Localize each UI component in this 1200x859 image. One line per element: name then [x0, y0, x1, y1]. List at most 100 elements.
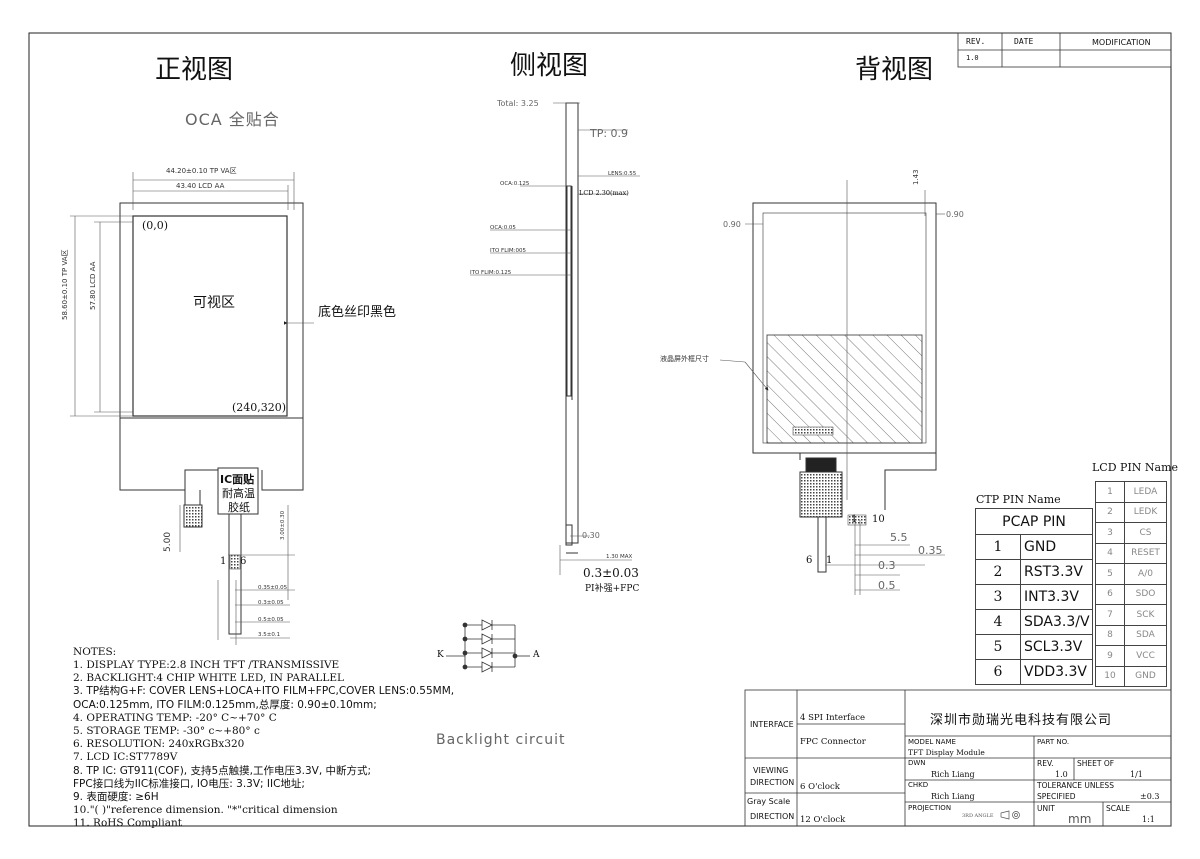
tb-unit: mm — [1068, 812, 1092, 826]
tb-model-name-label: MODEL NAME — [908, 738, 956, 746]
backlight-k: K — [437, 650, 444, 660]
note-line: 9. 表面硬度: ≥6H — [73, 791, 159, 804]
tb-viewing: VIEWING — [753, 766, 789, 775]
front-view-outline — [119, 202, 304, 635]
tb-chkd-label: CHKD — [908, 781, 929, 789]
back-pin1: 1 — [851, 514, 858, 525]
lcd-pin-name: A/0 — [1124, 563, 1167, 585]
front-dimensions — [70, 172, 314, 645]
lcd-pin-name: SDA — [1124, 624, 1167, 646]
lcd-pin-number: 5 — [1095, 563, 1125, 585]
view-area-label: 可视区 — [193, 295, 235, 311]
ctp-pin-name: RST3.3V — [1020, 559, 1093, 585]
backlight-circuit — [446, 619, 530, 673]
lcd-pin-name: LEDK — [1124, 501, 1167, 523]
dim-tp-va-height: 58.60±0.10 TP VA区 — [61, 249, 69, 320]
note-line: 3. TP结构G+F: COVER LENS+LOCA+ITO FILM+FPC… — [73, 685, 455, 698]
ctp-pin-number: 6 — [975, 659, 1021, 685]
ctp-pin-name: GND — [1020, 534, 1093, 560]
note-line: 11. RoHS Compliant — [73, 817, 182, 830]
notes-title: NOTES: — [73, 646, 117, 658]
lcd-pin-number: 2 — [1095, 501, 1125, 523]
ctp-pin-name: INT3.3V — [1020, 584, 1093, 610]
tb-projection: PROJECTION — [908, 804, 952, 812]
ctp-pin-number: 2 — [975, 559, 1021, 585]
tb-twelve-oclock: 12 O'clock — [800, 815, 846, 825]
dim-035: 0.35±0.05 — [258, 585, 288, 591]
backlight-title: Backlight circuit — [436, 732, 566, 748]
note-line: 1. DISPLAY TYPE:2.8 INCH TFT /TRANSMISSI… — [73, 659, 340, 671]
tb-gray-scale: Gray Scale — [747, 797, 791, 806]
lcd-pin-number: 1 — [1095, 481, 1125, 503]
back-view-outline — [752, 202, 937, 573]
back-pin6: 6 — [806, 555, 813, 566]
tb-direction: DIRECTION — [750, 778, 795, 787]
tb-specified: SPECIFIED — [1037, 792, 1076, 801]
total-label: Total: 3.25 — [497, 99, 539, 108]
tb-sheet: 1/1 — [1130, 770, 1143, 779]
back-pin10: 10 — [872, 514, 885, 525]
date-header: DATE — [1014, 37, 1034, 46]
note-line: FPC接口线为IIC标准接口, IO电压: 3.3V; IIC地址; — [73, 777, 305, 790]
note-line: 8. TP IC: GT911(COF), 支持5点触摸,工作电压3.3V, 中… — [73, 764, 372, 777]
front-pin6: 6 — [240, 556, 247, 567]
tb-tol-label: TOLERANCE UNLESS — [1037, 781, 1114, 790]
lcd-pin-name: GND — [1124, 665, 1167, 687]
tb-sheet-label: SHEET OF — [1077, 759, 1115, 768]
tb-tol: ±0.3 — [1140, 792, 1160, 801]
note-line: 4. OPERATING TEMP: -20° C~+70° C — [73, 711, 277, 724]
border-note: 底色丝印黑色 — [318, 305, 397, 320]
lcd-pin-name: LEDA — [1124, 481, 1167, 503]
tb-chkd: Rich Liang — [931, 792, 975, 801]
front-view-title: 正视图 — [155, 55, 234, 85]
back-dim-03: 0.3 — [878, 559, 896, 572]
note-line: 6. RESOLUTION: 240xRGBx320 — [73, 738, 245, 751]
tb-fpc: FPC Connector — [800, 737, 866, 747]
lcd-pin-name: CS — [1124, 522, 1167, 544]
ctp-pin-name: VDD3.3V — [1020, 659, 1093, 685]
dim-130: 1.30 MAX — [606, 554, 633, 560]
dim-35: 3.5±0.1 — [258, 632, 281, 638]
note-line: 7. LCD IC:ST7789V — [73, 751, 178, 764]
lcd-pin-number: 7 — [1095, 604, 1125, 626]
lcd-frame-label: 液晶屏外框尺寸 — [660, 355, 709, 363]
dim-143: 1.43 — [912, 169, 920, 185]
ito2-label: ITO FLIM:0.125 — [470, 270, 512, 276]
tb-rev-label: REV. — [1037, 759, 1054, 768]
lcd-pin-number: 3 — [1095, 522, 1125, 544]
ctp-pin-number: 3 — [975, 584, 1021, 610]
lcd-pin-name: VCC — [1124, 645, 1167, 667]
back-dimensions — [719, 180, 945, 595]
note-line: OCA:0.125mm, ITO FILM:0.125mm,总厚度: 0.90±… — [73, 698, 377, 711]
ctp-pin-name: SCL3.3V — [1020, 634, 1093, 660]
note-line: 10."( )"reference dimension. "*"critical… — [73, 804, 338, 817]
side-view-title: 侧视图 — [510, 51, 589, 81]
ctp-pin-name: SDA3.3/V — [1020, 609, 1093, 635]
dim-030: 0.30 — [582, 531, 600, 540]
projection-symbol-icon — [1000, 810, 1020, 820]
lcd-pin-number: 4 — [1095, 542, 1125, 564]
side-dimensions — [470, 102, 640, 575]
tp-label: TP: 0.9 — [590, 127, 629, 140]
lcd-pin-number: 9 — [1095, 645, 1125, 667]
back-dim-05: 0.5 — [878, 579, 896, 592]
tb-spi: 4 SPI Interface — [800, 713, 866, 723]
oca-label: OCA 全贴合 — [185, 110, 280, 129]
lcd-pin-number: 10 — [1095, 665, 1125, 687]
lcd-pin-number: 6 — [1095, 583, 1125, 605]
tb-company: 深圳市勋瑞光电科技有限公司 — [930, 713, 1113, 728]
pi-label: PI补强+FPC — [585, 584, 640, 594]
corner-label: (240,320) — [232, 401, 287, 414]
notes-block: NOTES: 1. DISPLAY TYPE:2.8 INCH TFT /TRA… — [73, 646, 454, 831]
dim-090-right: 0.90 — [946, 210, 964, 219]
